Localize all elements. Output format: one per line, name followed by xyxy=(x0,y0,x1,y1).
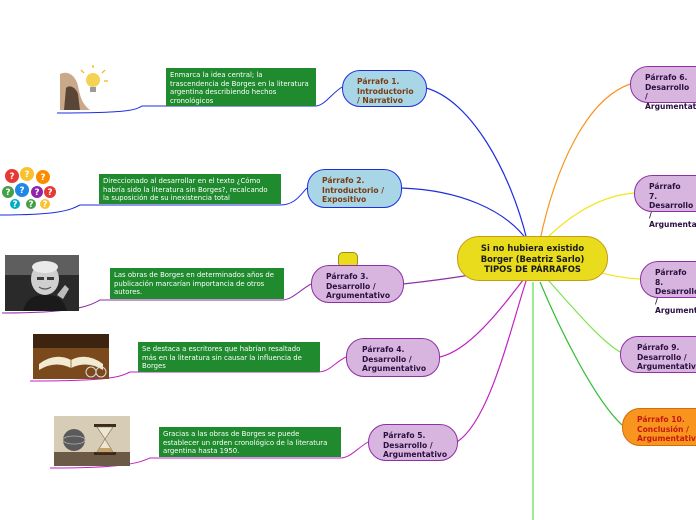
paragraph-7-type: Desarrollo / xyxy=(649,201,694,220)
paragraph-4-title: Párrafo 4. xyxy=(362,345,405,354)
paragraph-2-subtype: Expositivo xyxy=(322,195,367,204)
paragraph-2-node[interactable]: Párrafo 2. Introductorio / Expositivo xyxy=(307,169,402,208)
paragraph-1-type: Introductorio xyxy=(357,86,414,96)
central-topic[interactable]: Si no hubiera existido Borger (Beatriz S… xyxy=(457,236,608,281)
paragraph-9-subtype: Argumentativo xyxy=(637,362,696,371)
note-paragraph-2[interactable]: Direccionado al desarrollar en el texto … xyxy=(99,174,281,204)
note-3-line: publicación marcarían importancia de otr… xyxy=(114,279,265,288)
central-topic-line-3: TIPOS DE PÁRRAFOS xyxy=(484,264,581,275)
paragraph-2-type: Introductorio / xyxy=(322,185,384,195)
svg-text:?: ? xyxy=(28,200,33,210)
paragraph-5-title: Párrafo 5. xyxy=(383,431,426,440)
paragraph-6-subtype: Argumentativo xyxy=(645,101,696,111)
central-topic-line-1: Si no hubiera existido xyxy=(480,243,585,253)
paragraph-1-subtype: / Narrativo xyxy=(357,96,403,105)
paragraph-3-type: Desarrollo / xyxy=(326,281,376,291)
note-1-line: argentina describiendo hechos xyxy=(170,88,277,97)
note-1-line: trascendencia de Borges en la literatura xyxy=(170,79,309,88)
paragraph-9-type: Desarrollo / xyxy=(637,352,687,362)
note-3-line: Las obras de Borges en determinados años… xyxy=(114,271,274,279)
paragraph-2-title: Párrafo 2. xyxy=(322,176,365,185)
paragraph-3-node[interactable]: Párrafo 3. Desarrollo / Argumentativo xyxy=(311,265,404,303)
paragraph-1-title: Párrafo 1. xyxy=(357,77,400,86)
svg-text:?: ? xyxy=(47,188,52,198)
paragraph-8-node[interactable]: Párrafo 8. Desarrollo / Argumentativo xyxy=(640,261,696,315)
paragraph-7-subtype: Argumentativo xyxy=(649,220,696,229)
paragraph-8-subtype: Argumentativo xyxy=(655,306,696,315)
central-topic-line-2: Borger (Beatriz Sarlo) xyxy=(480,253,585,264)
note-paragraph-3[interactable]: Las obras de Borges en determinados años… xyxy=(110,268,284,299)
paragraph-10-node[interactable]: Párrafo 10. Conclusión / Argumentativo xyxy=(622,408,696,446)
note-5-line: establecer un orden cronológico de la li… xyxy=(163,438,328,447)
svg-text:?: ? xyxy=(9,172,14,182)
note-2-line: habría sido la literatura sin Borges?, r… xyxy=(103,185,268,194)
svg-text:?: ? xyxy=(19,186,24,196)
svg-text:?: ? xyxy=(40,173,45,183)
svg-text:?: ? xyxy=(5,188,10,198)
paragraph-7-node[interactable]: Párrafo 7. Desarrollo / Argumentativo xyxy=(634,175,696,229)
paragraph-4-subtype: Argumentativo xyxy=(362,364,427,373)
question-marks-image: ??? ???? ??? xyxy=(0,166,58,210)
paragraph-1-node[interactable]: Párrafo 1. Introductorio / Narrativo xyxy=(342,70,427,107)
hourglass-globe-image xyxy=(54,416,130,466)
paragraph-5-subtype: Argumentativo xyxy=(383,450,448,459)
note-2-line: la suposición de su inexistencia total xyxy=(103,194,230,203)
paragraph-9-node[interactable]: Párrafo 9. Desarrollo / Argumentativo xyxy=(620,336,696,373)
note-4-line: más en la literatura sin causar la influ… xyxy=(142,353,302,362)
paragraph-6-type: Desarrollo / xyxy=(645,82,690,102)
paragraph-8-type: Desarrollo / xyxy=(655,287,696,306)
paragraph-4-node[interactable]: Párrafo 4. Desarrollo / Argumentativo xyxy=(346,338,440,377)
svg-text:?: ? xyxy=(24,170,29,180)
svg-text:?: ? xyxy=(12,200,17,210)
lightbulb-image xyxy=(60,64,112,110)
paragraph-10-subtype: Argumentativo xyxy=(637,434,696,443)
svg-text:?: ? xyxy=(42,200,47,210)
paragraph-8-title: Párrafo 8. xyxy=(655,268,687,287)
note-4-line: Se destaca a escritores que habrían resa… xyxy=(142,345,301,353)
paragraph-5-type: Desarrollo / xyxy=(383,440,433,450)
note-paragraph-5[interactable]: Gracias a las obras de Borges se puede e… xyxy=(159,427,341,457)
paragraph-3-subtype: Argumentativo xyxy=(326,291,391,300)
note-5-line: Gracias a las obras de Borges se puede xyxy=(163,430,300,438)
paragraph-7-title: Párrafo 7. xyxy=(649,182,681,201)
paragraph-10-title: Párrafo 10. xyxy=(637,415,685,424)
paragraph-10-type: Conclusión / xyxy=(637,424,689,434)
svg-text:?: ? xyxy=(34,188,39,198)
note-4-line: Borges xyxy=(142,362,166,371)
paragraph-6-title: Párrafo 6. xyxy=(645,73,688,82)
borges-portrait-image xyxy=(5,255,79,311)
note-2-line: Direccionado al desarrollar en el texto … xyxy=(103,177,261,185)
paragraph-5-node[interactable]: Párrafo 5. Desarrollo / Argumentativo xyxy=(368,424,458,461)
note-1-line: Enmarca la idea central; la xyxy=(170,71,263,79)
note-1-line: cronológicos xyxy=(170,96,214,105)
paragraph-6-node[interactable]: Párrafo 6. Desarrollo / Argumentativo xyxy=(630,66,696,111)
open-book-image xyxy=(33,334,109,379)
note-5-line: argentina hasta 1950. xyxy=(163,447,240,456)
paragraph-4-type: Desarrollo / xyxy=(362,354,412,364)
note-paragraph-4[interactable]: Se destaca a escritores que habrían resa… xyxy=(138,342,320,372)
note-3-line: autores. xyxy=(114,288,143,297)
paragraph-9-title: Párrafo 9. xyxy=(637,343,680,352)
note-paragraph-1[interactable]: Enmarca la idea central; la trascendenci… xyxy=(166,68,316,106)
paragraph-3-title: Párrafo 3. xyxy=(326,272,369,281)
